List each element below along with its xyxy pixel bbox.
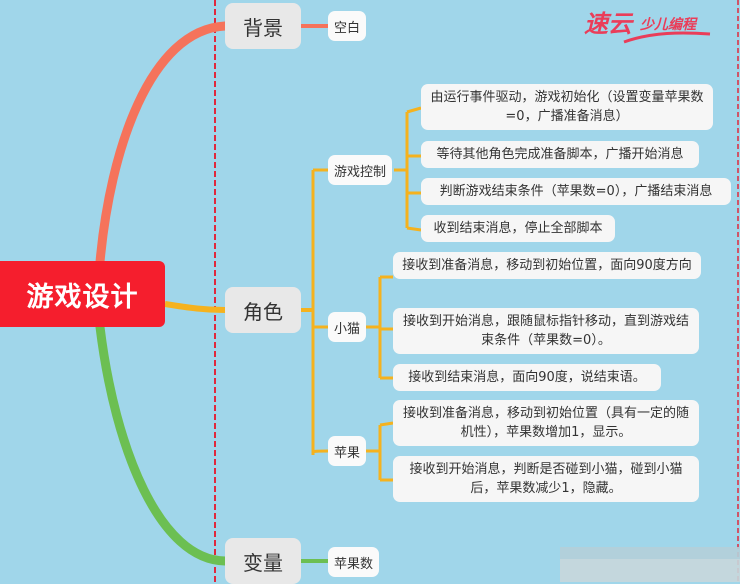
detail-node[interactable]: 接收到开始消息，判断是否碰到小猫，碰到小猫后，苹果数减少1，隐藏。 bbox=[393, 456, 699, 502]
topic-label: 背景 bbox=[243, 15, 283, 40]
detail-label: 由运行事件驱动，游戏初始化（设置变量苹果数=0，广播准备消息） bbox=[430, 90, 704, 124]
topic-background[interactable]: 背景 bbox=[225, 3, 301, 49]
subtopic-cat[interactable]: 小猫 bbox=[328, 312, 367, 342]
detail-label: 接收到开始消息，跟随鼠标指针移动，直到游戏结束条件（苹果数=0）。 bbox=[402, 314, 689, 348]
detail-label: 等待其他角色完成准备脚本，广播开始消息 bbox=[436, 147, 684, 162]
detail-node[interactable]: 判断游戏结束条件（苹果数=0），广播结束消息 bbox=[421, 178, 731, 205]
topic-label: 变量 bbox=[243, 550, 283, 575]
topic-variables[interactable]: 变量 bbox=[225, 538, 301, 584]
subtopic-label: 苹果 bbox=[334, 445, 361, 461]
subtopic-apple[interactable]: 苹果 bbox=[328, 436, 367, 466]
logo-sub-text: 少儿编程 bbox=[640, 17, 696, 33]
detail-node[interactable]: 由运行事件驱动，游戏初始化（设置变量苹果数=0，广播准备消息） bbox=[421, 84, 713, 130]
subtopic-game-control[interactable]: 游戏控制 bbox=[328, 155, 393, 185]
topic-label: 角色 bbox=[243, 299, 283, 324]
logo-main-text: 速云 bbox=[584, 9, 632, 38]
detail-node[interactable]: 接收到准备消息，移动到初始位置，面向90度方向 bbox=[393, 252, 701, 279]
detail-label: 接收到开始消息，判断是否碰到小猫，碰到小猫后，苹果数减少1，隐藏。 bbox=[409, 462, 683, 496]
logo-swoosh-icon bbox=[623, 31, 711, 44]
detail-node[interactable]: 等待其他角色完成准备脚本，广播开始消息 bbox=[421, 141, 699, 168]
detail-label: 接收到准备消息，移动到初始位置，面向90度方向 bbox=[402, 258, 692, 273]
subtopic-label: 小猫 bbox=[334, 321, 361, 337]
detail-label: 判断游戏结束条件（苹果数=0），广播结束消息 bbox=[439, 184, 713, 199]
subtopic-label: 空白 bbox=[334, 20, 361, 36]
brand-logo: 速云 少儿编程 bbox=[582, 4, 712, 44]
detail-label: 接收到准备消息，移动到初始位置（具有一定的随机性），苹果数增加1，显示。 bbox=[402, 406, 689, 440]
root-node[interactable]: 游戏设计 bbox=[0, 261, 165, 327]
topic-characters[interactable]: 角色 bbox=[225, 287, 301, 333]
subtopic-label: 苹果数 bbox=[334, 556, 374, 572]
root-label: 游戏设计 bbox=[26, 281, 139, 313]
subtopic-apple-count[interactable]: 苹果数 bbox=[328, 547, 380, 577]
detail-node[interactable]: 接收到准备消息，移动到初始位置（具有一定的随机性），苹果数增加1，显示。 bbox=[393, 400, 699, 446]
detail-node[interactable]: 收到结束消息，停止全部脚本 bbox=[421, 215, 615, 242]
detail-label: 收到结束消息，停止全部脚本 bbox=[433, 221, 603, 236]
subtopic-label: 游戏控制 bbox=[334, 164, 387, 180]
detail-node[interactable]: 接收到开始消息，跟随鼠标指针移动，直到游戏结束条件（苹果数=0）。 bbox=[393, 308, 699, 354]
subtopic-blank[interactable]: 空白 bbox=[328, 11, 367, 41]
detail-label: 接收到结束消息，面向90度，说结束语。 bbox=[408, 370, 646, 385]
overlay-strip bbox=[560, 547, 740, 582]
detail-node[interactable]: 接收到结束消息，面向90度，说结束语。 bbox=[393, 364, 661, 391]
